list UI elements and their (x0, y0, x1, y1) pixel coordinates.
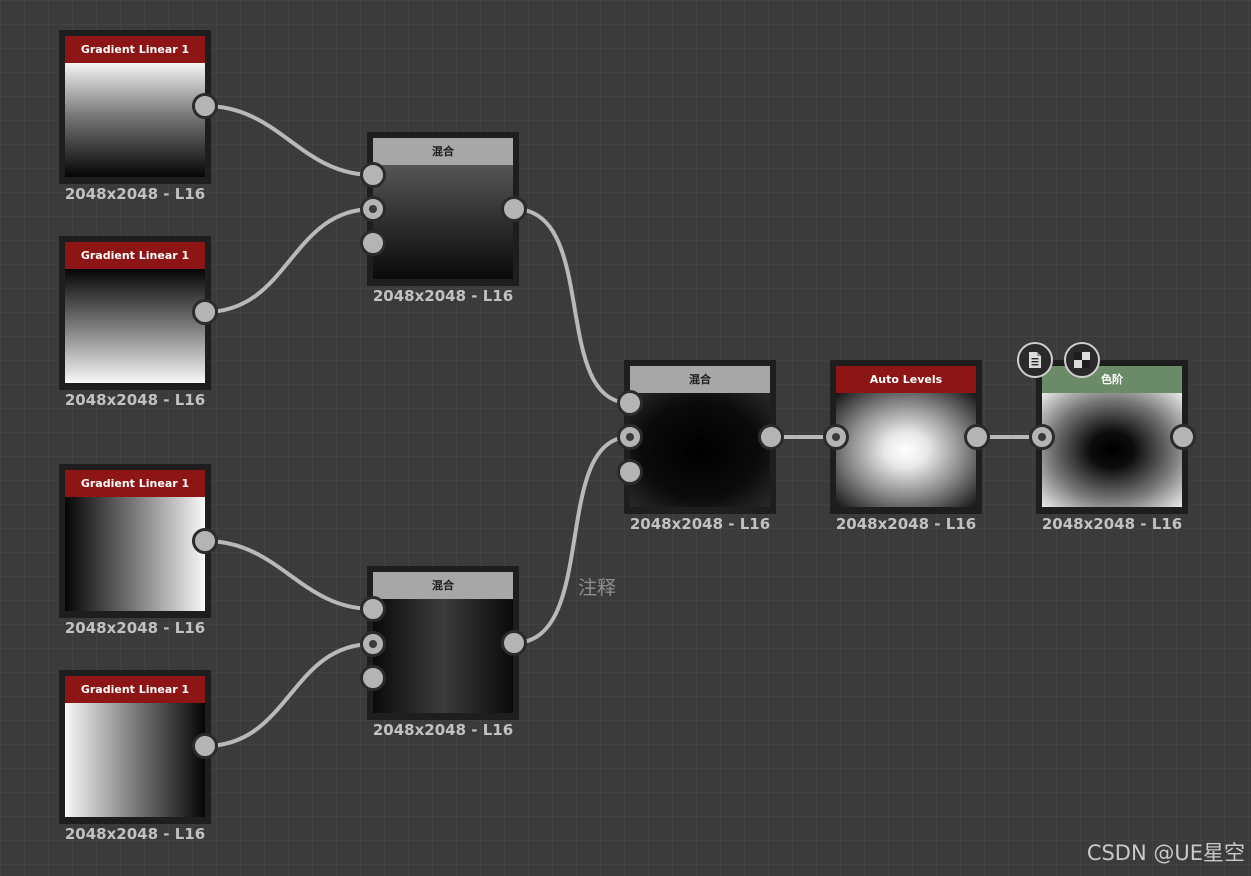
auto-levels-node[interactable]: Auto Levels 2048x2048 - L16 (823, 360, 990, 533)
wire-gl2-to-blend1[interactable] (203, 207, 375, 314)
node-title: Gradient Linear 1 (65, 470, 205, 497)
node-resolution-caption: 2048x2048 - L16 (64, 391, 206, 409)
wire-blend1-to-blend3[interactable] (512, 207, 632, 405)
levels-node[interactable]: 色阶 2048x2048 - L16 (1029, 360, 1196, 533)
node-resolution-caption: 2048x2048 - L16 (629, 515, 771, 533)
node-thumbnail (65, 703, 205, 817)
node-resolution-caption: 2048x2048 - L16 (64, 619, 206, 637)
node-thumbnail (1042, 393, 1182, 507)
background-input-port[interactable] (360, 631, 386, 657)
document-list-icon (1029, 352, 1041, 368)
output-port[interactable] (501, 630, 527, 656)
blend-node[interactable]: 混合 2048x2048 - L16 (360, 132, 527, 305)
gradient-linear-node[interactable]: Gradient Linear 1 2048x2048 - L16 (59, 464, 218, 637)
comment-label[interactable]: 注释 (578, 577, 617, 599)
wire-gl3-to-blend2[interactable] (203, 539, 375, 611)
foreground-input-port[interactable] (360, 162, 386, 188)
node-title: Gradient Linear 1 (65, 242, 205, 269)
foreground-input-port[interactable] (360, 596, 386, 622)
node-resolution-caption: 2048x2048 - L16 (372, 721, 514, 739)
node-title: Auto Levels (836, 366, 976, 393)
output-port[interactable] (501, 196, 527, 222)
node-thumbnail (65, 269, 205, 383)
document-list-icon[interactable] (1017, 342, 1053, 378)
mask-input-port[interactable] (360, 230, 386, 256)
node-resolution-caption: 2048x2048 - L16 (64, 825, 206, 843)
node-title: 混合 (373, 138, 513, 165)
node-thumbnail (836, 393, 976, 507)
mask-input-port[interactable] (617, 459, 643, 485)
foreground-input-port[interactable] (617, 390, 643, 416)
node-title: Gradient Linear 1 (65, 36, 205, 63)
watermark-text: CSDN @UE星空 (1086, 841, 1245, 865)
node-thumbnail (630, 393, 770, 507)
input-port[interactable] (823, 424, 849, 450)
wire-blend2-to-blend3[interactable] (512, 435, 632, 645)
background-input-port[interactable] (617, 424, 643, 450)
mask-input-port[interactable] (360, 665, 386, 691)
output-port[interactable] (1170, 424, 1196, 450)
node-thumbnail (65, 497, 205, 611)
checker-pattern-icon (1074, 352, 1090, 368)
wire-gl4-to-blend2[interactable] (203, 642, 375, 748)
node-resolution-caption: 2048x2048 - L16 (372, 287, 514, 305)
node-title: Gradient Linear 1 (65, 676, 205, 703)
node-title: 混合 (373, 572, 513, 599)
node-title: 色阶 (1042, 366, 1182, 393)
output-port[interactable] (192, 299, 218, 325)
node-resolution-caption: 2048x2048 - L16 (1041, 515, 1183, 533)
node-resolution-caption: 2048x2048 - L16 (64, 185, 206, 203)
output-port[interactable] (758, 424, 784, 450)
node-thumbnail (65, 63, 205, 177)
output-port[interactable] (192, 733, 218, 759)
output-port[interactable] (192, 528, 218, 554)
gradient-linear-node[interactable]: Gradient Linear 1 2048x2048 - L16 (59, 670, 218, 843)
output-port[interactable] (964, 424, 990, 450)
wire-gl1-to-blend1[interactable] (203, 104, 375, 177)
gradient-linear-node[interactable]: Gradient Linear 1 2048x2048 - L16 (59, 236, 218, 409)
input-port[interactable] (1029, 424, 1055, 450)
node-thumbnail (373, 599, 513, 713)
checker-pattern-icon[interactable] (1064, 342, 1100, 378)
blend-node[interactable]: 混合 2048x2048 - L16 (360, 566, 527, 739)
output-port[interactable] (192, 93, 218, 119)
background-input-port[interactable] (360, 196, 386, 222)
node-thumbnail (373, 165, 513, 279)
gradient-linear-node[interactable]: Gradient Linear 1 2048x2048 - L16 (59, 30, 218, 203)
node-resolution-caption: 2048x2048 - L16 (835, 515, 977, 533)
blend-node[interactable]: 混合 2048x2048 - L16 (617, 360, 784, 533)
node-title: 混合 (630, 366, 770, 393)
